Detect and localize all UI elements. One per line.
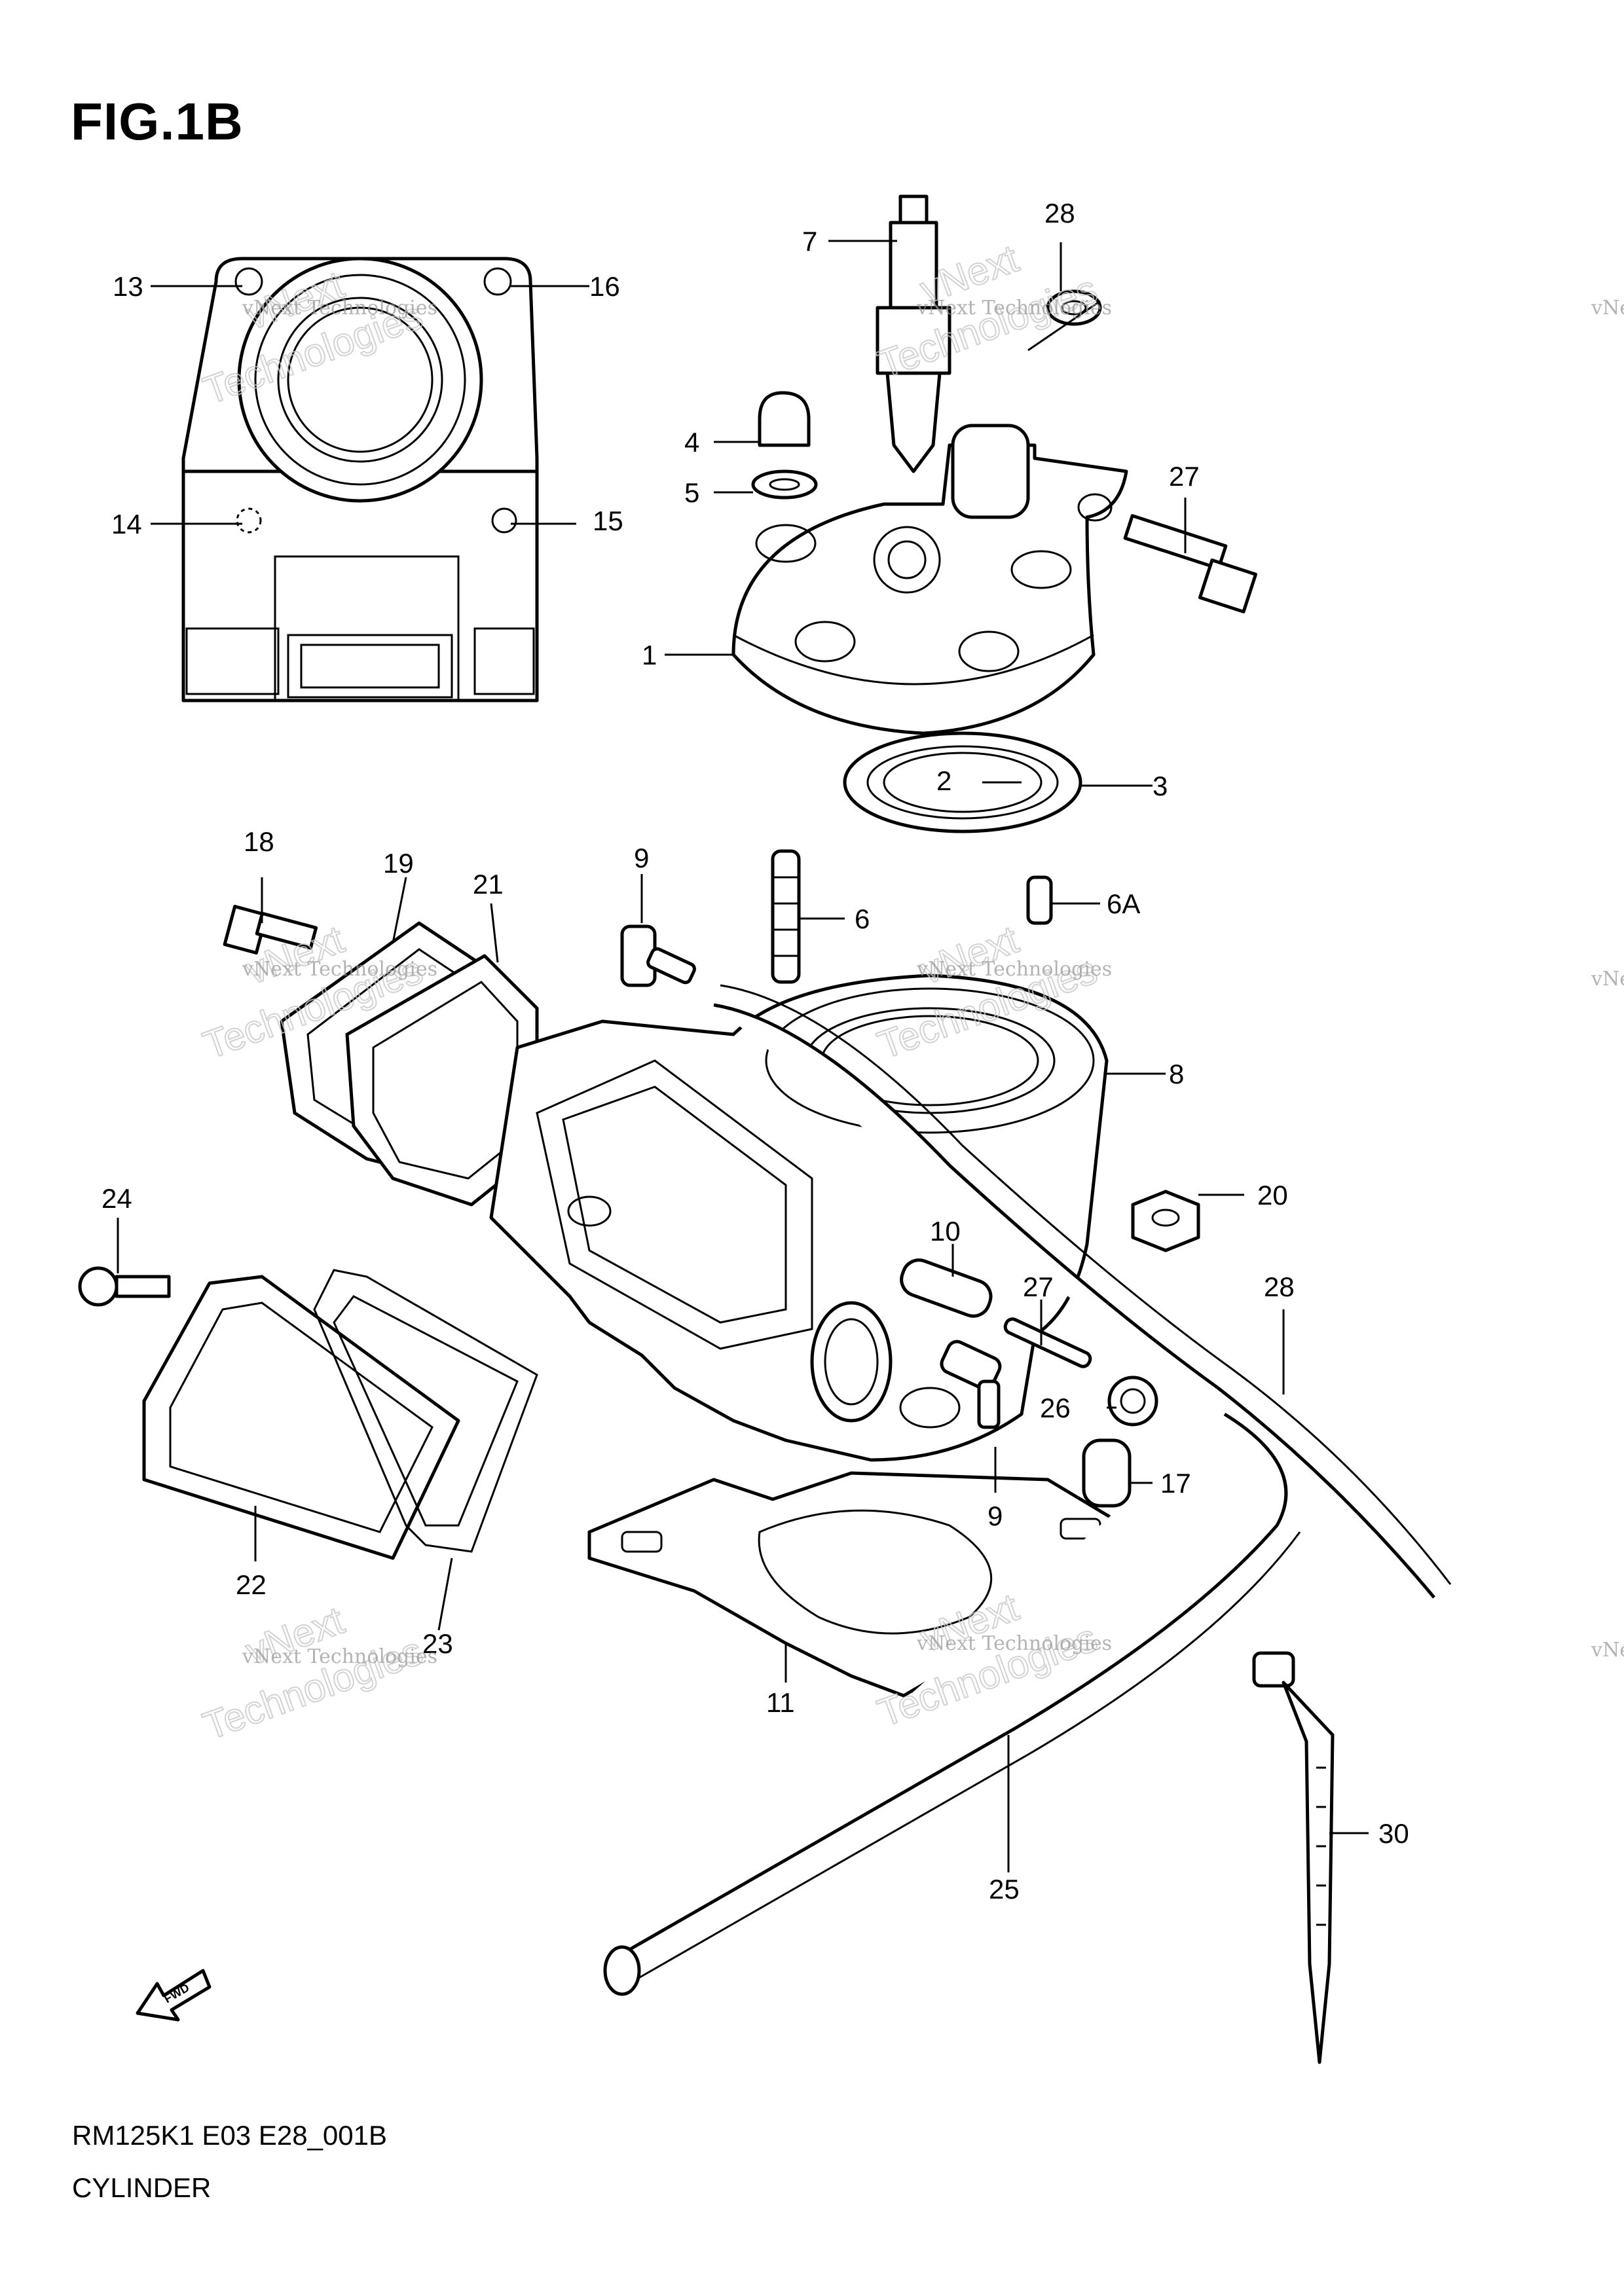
callout-16: 17 (1160, 1468, 1191, 1499)
callout-23: 24 (101, 1183, 132, 1214)
callout-9-upper: 9 (634, 843, 649, 873)
head-gaskets-2-3 (843, 731, 1082, 833)
leader-lines (117, 240, 1369, 1872)
cylinder-body (489, 974, 1109, 1462)
cylinder-top-view (181, 257, 539, 702)
callout-12: 13 (113, 271, 143, 302)
callout-19: 21 (473, 869, 504, 900)
callout-27: 28 (1264, 1271, 1295, 1302)
callout-1: 1 (642, 640, 657, 670)
callout-13: 14 (111, 509, 142, 539)
callout-6A: 6A (1107, 888, 1140, 919)
callout-4: 4 (684, 427, 699, 458)
callout-30: 30 (1378, 1818, 1409, 1849)
model-code: RM125K1 E03 E28_001B (72, 2120, 388, 2151)
callout-17: 20 (1257, 1180, 1288, 1211)
callout-8: 8 (1169, 1059, 1184, 1089)
callout-labels: 13 16 14 15 7 28 4 5 27 1 2 3 6 6A 9 8 2… (101, 198, 1409, 1904)
callout-22: 23 (422, 1628, 453, 1659)
svg-text:vNext: vNext (1591, 297, 1624, 319)
pipe-26 (1003, 1317, 1092, 1368)
callout-15: 16 (589, 271, 620, 302)
callout-29: 28 (1044, 198, 1075, 228)
svg-text:vNext: vNext (1591, 968, 1624, 991)
fitting-9-lower (940, 1339, 1002, 1429)
sleeve-16 (1082, 1438, 1132, 1508)
group-name: CYLINDER (72, 2172, 212, 2203)
callout-20: 18 (244, 826, 274, 857)
spark-plug (876, 194, 951, 473)
svg-text:vNext Technologies: vNext Technologies (916, 297, 1112, 319)
callout-26: 27 (1023, 1271, 1054, 1302)
cap-nut-29 (1046, 289, 1102, 326)
callout-5: 5 (684, 477, 699, 508)
clamp-25 (1107, 1376, 1158, 1427)
svg-text:vNext: vNext (1591, 1639, 1624, 1662)
fitting-9-upper (620, 924, 696, 987)
hose-24 (603, 1412, 1301, 1996)
bolt-23 (78, 1266, 171, 1307)
callout-11: 11 (766, 1687, 795, 1718)
callout-18: 19 (383, 848, 414, 879)
svg-text:vNext Technologies: vNext Technologies (242, 297, 437, 319)
callout-3: 3 (1153, 771, 1168, 801)
forward-arrow-icon: FWD (136, 1969, 212, 2022)
svg-text:vNext Technologies: vNext Technologies (916, 1632, 1112, 1655)
callout-14: 15 (593, 505, 623, 536)
callout-6: 6 (855, 903, 870, 934)
callout-10: 10 (930, 1216, 961, 1247)
callout-21: 22 (236, 1569, 267, 1600)
cover-21 (142, 1275, 460, 1560)
svg-text:vNext Technologies: vNext Technologies (242, 958, 437, 981)
stud-bolt-6 (771, 849, 801, 984)
callout-2: 2 (936, 765, 951, 796)
callout-24: 25 (989, 1874, 1020, 1904)
callout-28: 27 (1169, 461, 1200, 492)
svg-text:vNext Technologies: vNext Technologies (916, 958, 1112, 981)
dowel-pin-6A (1026, 875, 1053, 925)
bolt-28 (1123, 514, 1258, 613)
callout-25: 26 (1040, 1393, 1071, 1423)
intake-gaskets-18-19 (280, 921, 539, 1207)
gasket-22 (313, 1269, 538, 1553)
cable-tie-30 (1252, 1651, 1335, 2064)
svg-text:vNext Technologies: vNext Technologies (242, 1645, 437, 1668)
callout-7: 7 (802, 226, 817, 257)
cylinder-head (731, 424, 1128, 735)
nut-17 (1131, 1190, 1200, 1252)
figure-title: FIG.1B (71, 92, 244, 151)
callout-9-lower: 9 (987, 1501, 1003, 1531)
bolt-20 (223, 905, 318, 955)
nut-washer-4-5 (751, 391, 818, 500)
